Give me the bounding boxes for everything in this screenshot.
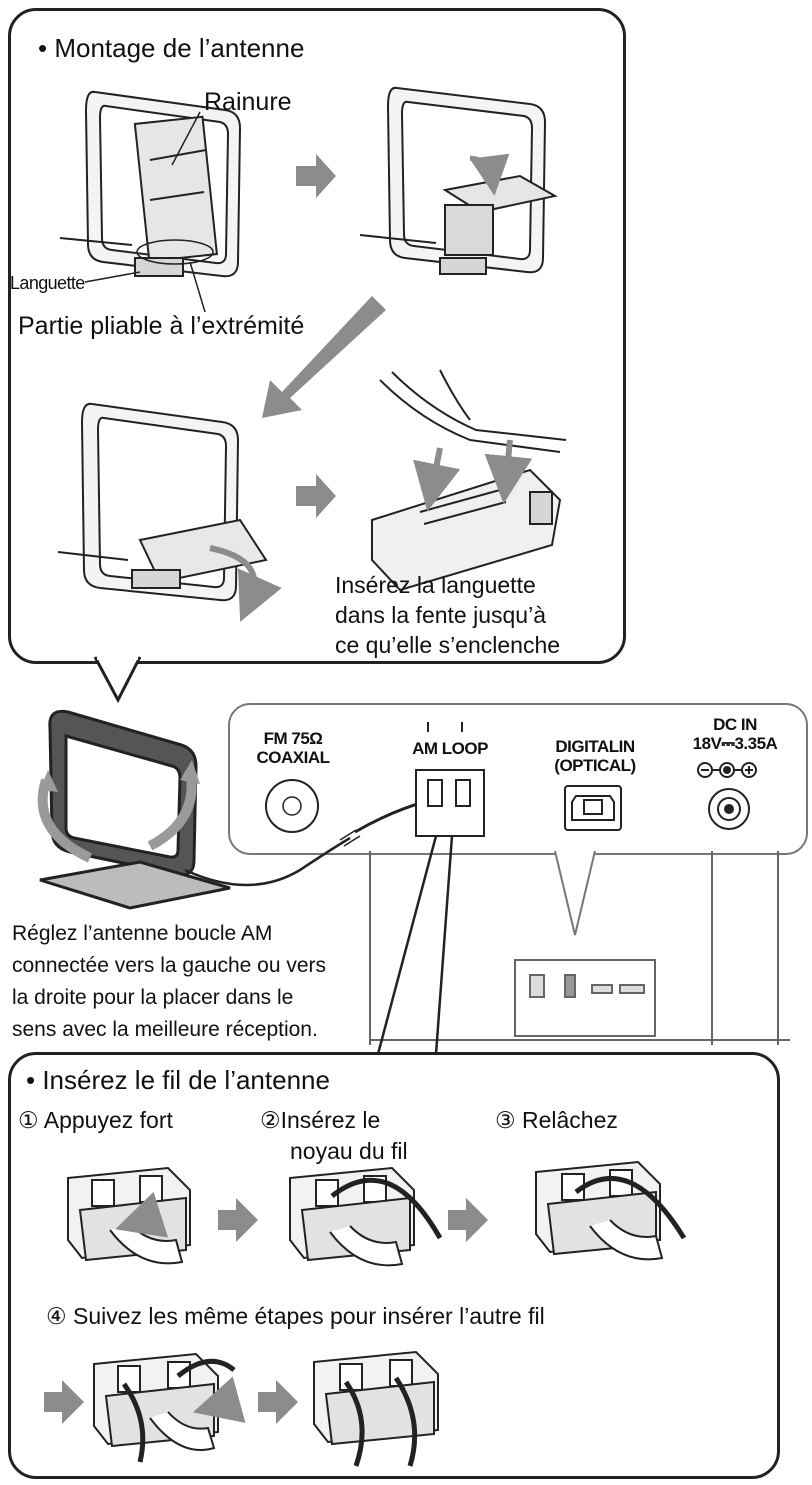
am-loop-terminal — [415, 722, 485, 837]
arrow-diagonal — [262, 296, 386, 418]
adjust-note-line-4: sens avec la meilleure réception. — [12, 1018, 318, 1041]
terminal-step4a-drawing — [93, 1352, 219, 1451]
unit-back-outline — [369, 851, 790, 1045]
assembly-title: • Montage de l’antenne — [38, 33, 305, 63]
terminal-step4b-drawing — [313, 1350, 439, 1446]
step-4-label: ④ Suivez les même étapes pour insérer l’… — [46, 1303, 545, 1329]
step-2-label-line-2: noyau du fil — [290, 1138, 408, 1164]
adjust-note-line-3: la droite pour la placer dans le — [12, 986, 294, 1009]
adjust-note-line-2: connectée vers la gauche ou vers — [12, 954, 327, 977]
stand-closeup-drawing — [371, 369, 567, 592]
arrow-right-1 — [296, 154, 336, 198]
insert-tab-line-2: dans la fente jusqu’à — [335, 602, 546, 628]
rear-panel-box — [228, 703, 808, 855]
fm-coaxial-label-2: COAXIAL — [256, 748, 331, 767]
insert-tab-line-3: ce qu’elle s’enclenche — [335, 632, 561, 658]
am-loop-antenna-drawing — [39, 709, 351, 910]
fm-coaxial-label-1: FM 75Ω — [263, 729, 323, 748]
step-2-label-line-1: ②Insérez le — [260, 1107, 381, 1133]
terminal-step3-drawing — [535, 1160, 664, 1261]
arrow-right-2 — [296, 474, 336, 518]
dc-in-jack — [697, 762, 757, 830]
digital-in-label-2: (OPTICAL) — [554, 756, 636, 775]
label-bendable-part: Partie pliable à l’extrémité — [18, 312, 305, 340]
label-groove: Rainure — [204, 88, 292, 116]
loop-antenna-step2-drawing — [359, 86, 558, 275]
callout-tail — [93, 656, 142, 704]
am-loop-label: AM LOOP — [412, 739, 488, 758]
wire-title: • Insérez le fil de l’antenne — [26, 1065, 330, 1095]
arrow-step-4b — [258, 1380, 298, 1424]
digital-in-label-1: DIGITALIN — [555, 737, 635, 756]
step-3-label: ③ Relâchez — [495, 1107, 618, 1133]
arrow-step-2-3 — [448, 1198, 488, 1242]
arrow-step-1-2 — [218, 1198, 258, 1242]
dc-in-label-2: 18V⎓3.35A — [692, 734, 778, 753]
arrow-step-4a — [44, 1380, 84, 1424]
loop-antenna-step1-drawing — [59, 90, 242, 278]
terminal-step2-drawing — [289, 1166, 415, 1267]
dc-in-label-1: DC IN — [713, 715, 757, 734]
adjust-note-line-1: Réglez l’antenne boucle AM — [12, 922, 273, 945]
insert-tab-line-1: Insérez la languette — [335, 572, 536, 598]
step-1-label: ① Appuyez fort — [18, 1107, 173, 1133]
loop-antenna-step3-drawing — [57, 402, 268, 602]
label-tab: Languette — [10, 273, 85, 293]
terminal-step1-drawing — [67, 1166, 191, 1265]
digital-optical-jack — [564, 785, 622, 831]
